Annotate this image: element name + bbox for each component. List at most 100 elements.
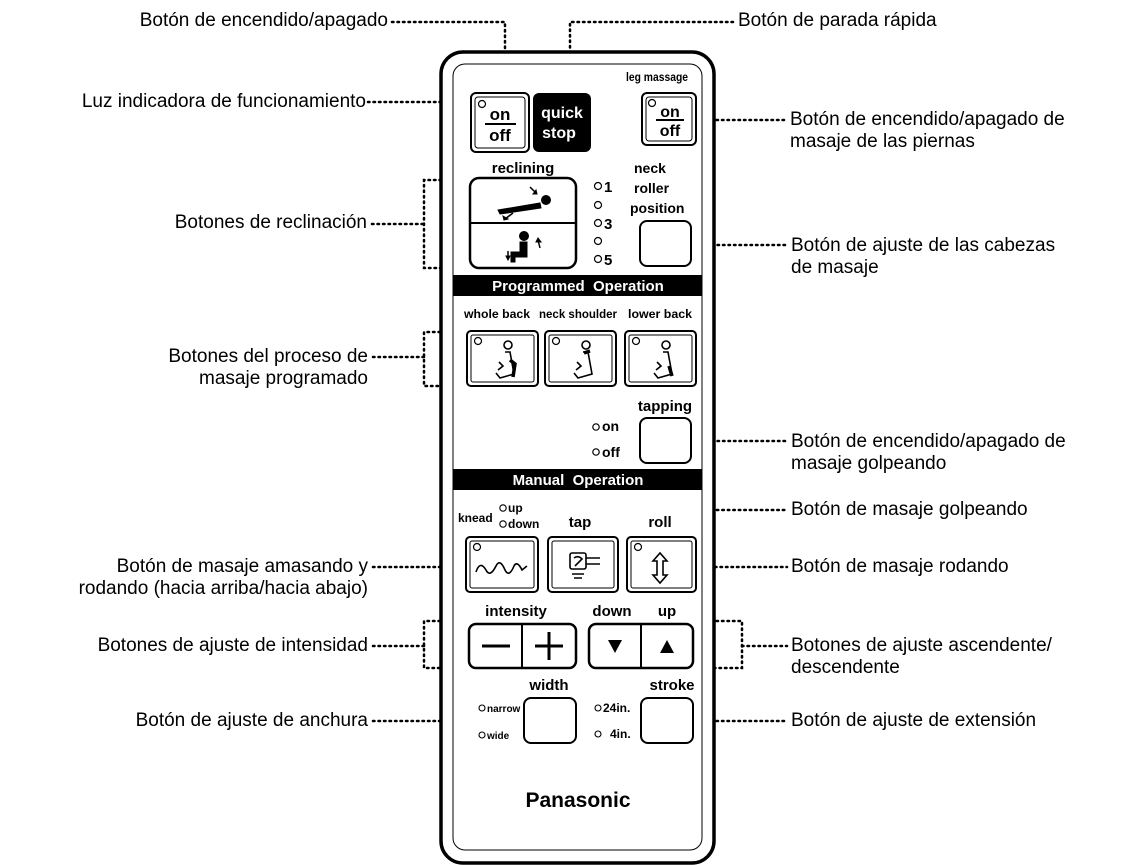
callout-tapping-power: Botón de encendido/apagado de masaje gol… — [791, 431, 1066, 474]
callout-programmed: Botones del proceso de masaje programado — [168, 346, 368, 389]
manual-header: Manual Operation — [513, 472, 644, 489]
knead-up-label: up — [508, 501, 523, 515]
recline-buttons[interactable] — [468, 176, 578, 270]
tapping-hand-icon — [569, 552, 600, 579]
callout-recline: Botones de reclinación — [174, 212, 367, 233]
callout-stroke: Botón de ajuste de extensión — [791, 710, 1037, 731]
knead-up-light — [499, 504, 507, 512]
up-down-arrow-icon — [651, 551, 669, 585]
roller-label: roller — [634, 180, 670, 196]
manual-header-bar — [453, 469, 702, 490]
up-button[interactable] — [660, 640, 674, 653]
up-label: up — [658, 603, 676, 620]
roll-button[interactable] — [626, 536, 697, 593]
programmed-header-bar — [453, 275, 702, 296]
up-triangle-icon — [660, 640, 674, 653]
tap-label: tap — [569, 514, 592, 531]
stroke-24-light — [594, 704, 602, 712]
callout-intensity: Botones de ajuste de intensidad — [97, 635, 368, 656]
quick-stop-button[interactable]: quick stop — [533, 93, 591, 152]
tapping-off-light — [592, 448, 600, 456]
tapping-button[interactable] — [639, 417, 692, 464]
stroke-button[interactable] — [640, 697, 694, 744]
wide-light — [478, 731, 486, 739]
tap-button[interactable] — [547, 536, 619, 593]
brand-logo: Panasonic — [525, 789, 630, 812]
callout-leg-power: Botón de encendido/apagado de masaje de … — [790, 109, 1065, 152]
updown-buttons — [587, 622, 695, 670]
knead-down-light — [499, 520, 507, 528]
recline-back-icon — [497, 186, 551, 221]
down-button[interactable] — [608, 640, 622, 653]
leader-quick-stop — [568, 20, 735, 98]
whole-back-label: whole back — [463, 307, 530, 321]
callout-updown: Botones de ajuste ascendente/ descendent… — [791, 635, 1052, 678]
power-on-label: on — [490, 105, 511, 124]
recline-position-lights — [593, 181, 603, 264]
reclining-label: reclining — [492, 160, 555, 177]
remote-faceplate — [452, 63, 703, 851]
neck-label: neck — [634, 160, 666, 176]
power-off-label: off — [489, 126, 511, 145]
power-button[interactable]: on off — [470, 92, 530, 153]
position-label: position — [630, 200, 684, 216]
wide-label: wide — [486, 731, 510, 742]
recline-position-5: 5 — [604, 252, 612, 269]
tapping-off-label: off — [602, 444, 620, 460]
leg-massage-label: leg massage — [626, 70, 688, 84]
whole-back-button[interactable] — [466, 330, 539, 387]
narrow-label: narrow — [487, 704, 521, 715]
seated-person-icon — [573, 340, 593, 379]
knead-label: knead — [458, 511, 493, 525]
quick-label: quick — [541, 105, 583, 122]
intensity-label: intensity — [485, 603, 547, 620]
width-button[interactable] — [523, 697, 577, 744]
neck-shoulder-label: neck shoulder — [539, 307, 617, 321]
leg-on-label: on — [660, 104, 680, 121]
recline-position-1: 1 — [604, 179, 612, 196]
callout-knead: Botón de masaje amasando y rodando (haci… — [78, 556, 368, 599]
narrow-light — [478, 704, 486, 712]
neck-shoulder-button[interactable] — [544, 330, 617, 387]
stroke-label: stroke — [649, 677, 694, 694]
stroke-4-label: 4in. — [610, 727, 631, 741]
down-triangle-icon — [608, 640, 622, 653]
leg-massage-button[interactable]: on off — [641, 92, 697, 146]
roll-label: roll — [648, 514, 671, 531]
callout-power: Botón de encendido/apagado — [139, 10, 388, 31]
tapping-on-light — [592, 423, 600, 431]
lower-back-button[interactable] — [624, 330, 697, 387]
recline-up-icon — [505, 231, 542, 263]
intensity-increase-button[interactable] — [535, 632, 563, 660]
plus-icon — [535, 632, 563, 660]
stop-label: stop — [542, 125, 576, 142]
intensity-buttons — [467, 622, 578, 670]
callout-roll: Botón de masaje rodando — [791, 556, 1009, 577]
seated-person-icon — [495, 340, 517, 379]
callout-tap-massage: Botón de masaje golpeando — [791, 499, 1028, 520]
seated-person-icon — [653, 340, 674, 379]
tapping-on-label: on — [602, 418, 619, 434]
callout-quick-stop: Botón de parada rápida — [738, 10, 937, 31]
width-label: width — [528, 677, 568, 694]
stroke-4-light — [594, 730, 602, 738]
knead-button[interactable] — [465, 536, 539, 593]
neck-roller-position-button[interactable] — [639, 220, 692, 267]
indicator-light-icon — [477, 99, 487, 109]
programmed-header: Programmed Operation — [492, 278, 664, 295]
leader-updown-bracket — [698, 619, 744, 670]
down-label: down — [592, 603, 631, 620]
recline-position-3: 3 — [604, 216, 612, 233]
callout-width: Botón de ajuste de anchura — [135, 710, 368, 731]
callout-indicator: Luz indicadora de funcionamiento — [81, 91, 366, 112]
knead-wave-icon — [475, 562, 528, 574]
callout-head-adjust: Botón de ajuste de las cabezas de masaje — [791, 235, 1056, 278]
leg-off-label: off — [660, 123, 681, 140]
stroke-24-label: 24in. — [603, 701, 630, 715]
programmed-buttons — [466, 330, 697, 387]
lower-back-label: lower back — [628, 307, 692, 321]
tapping-label: tapping — [638, 398, 692, 415]
knead-down-label: down — [508, 517, 539, 531]
